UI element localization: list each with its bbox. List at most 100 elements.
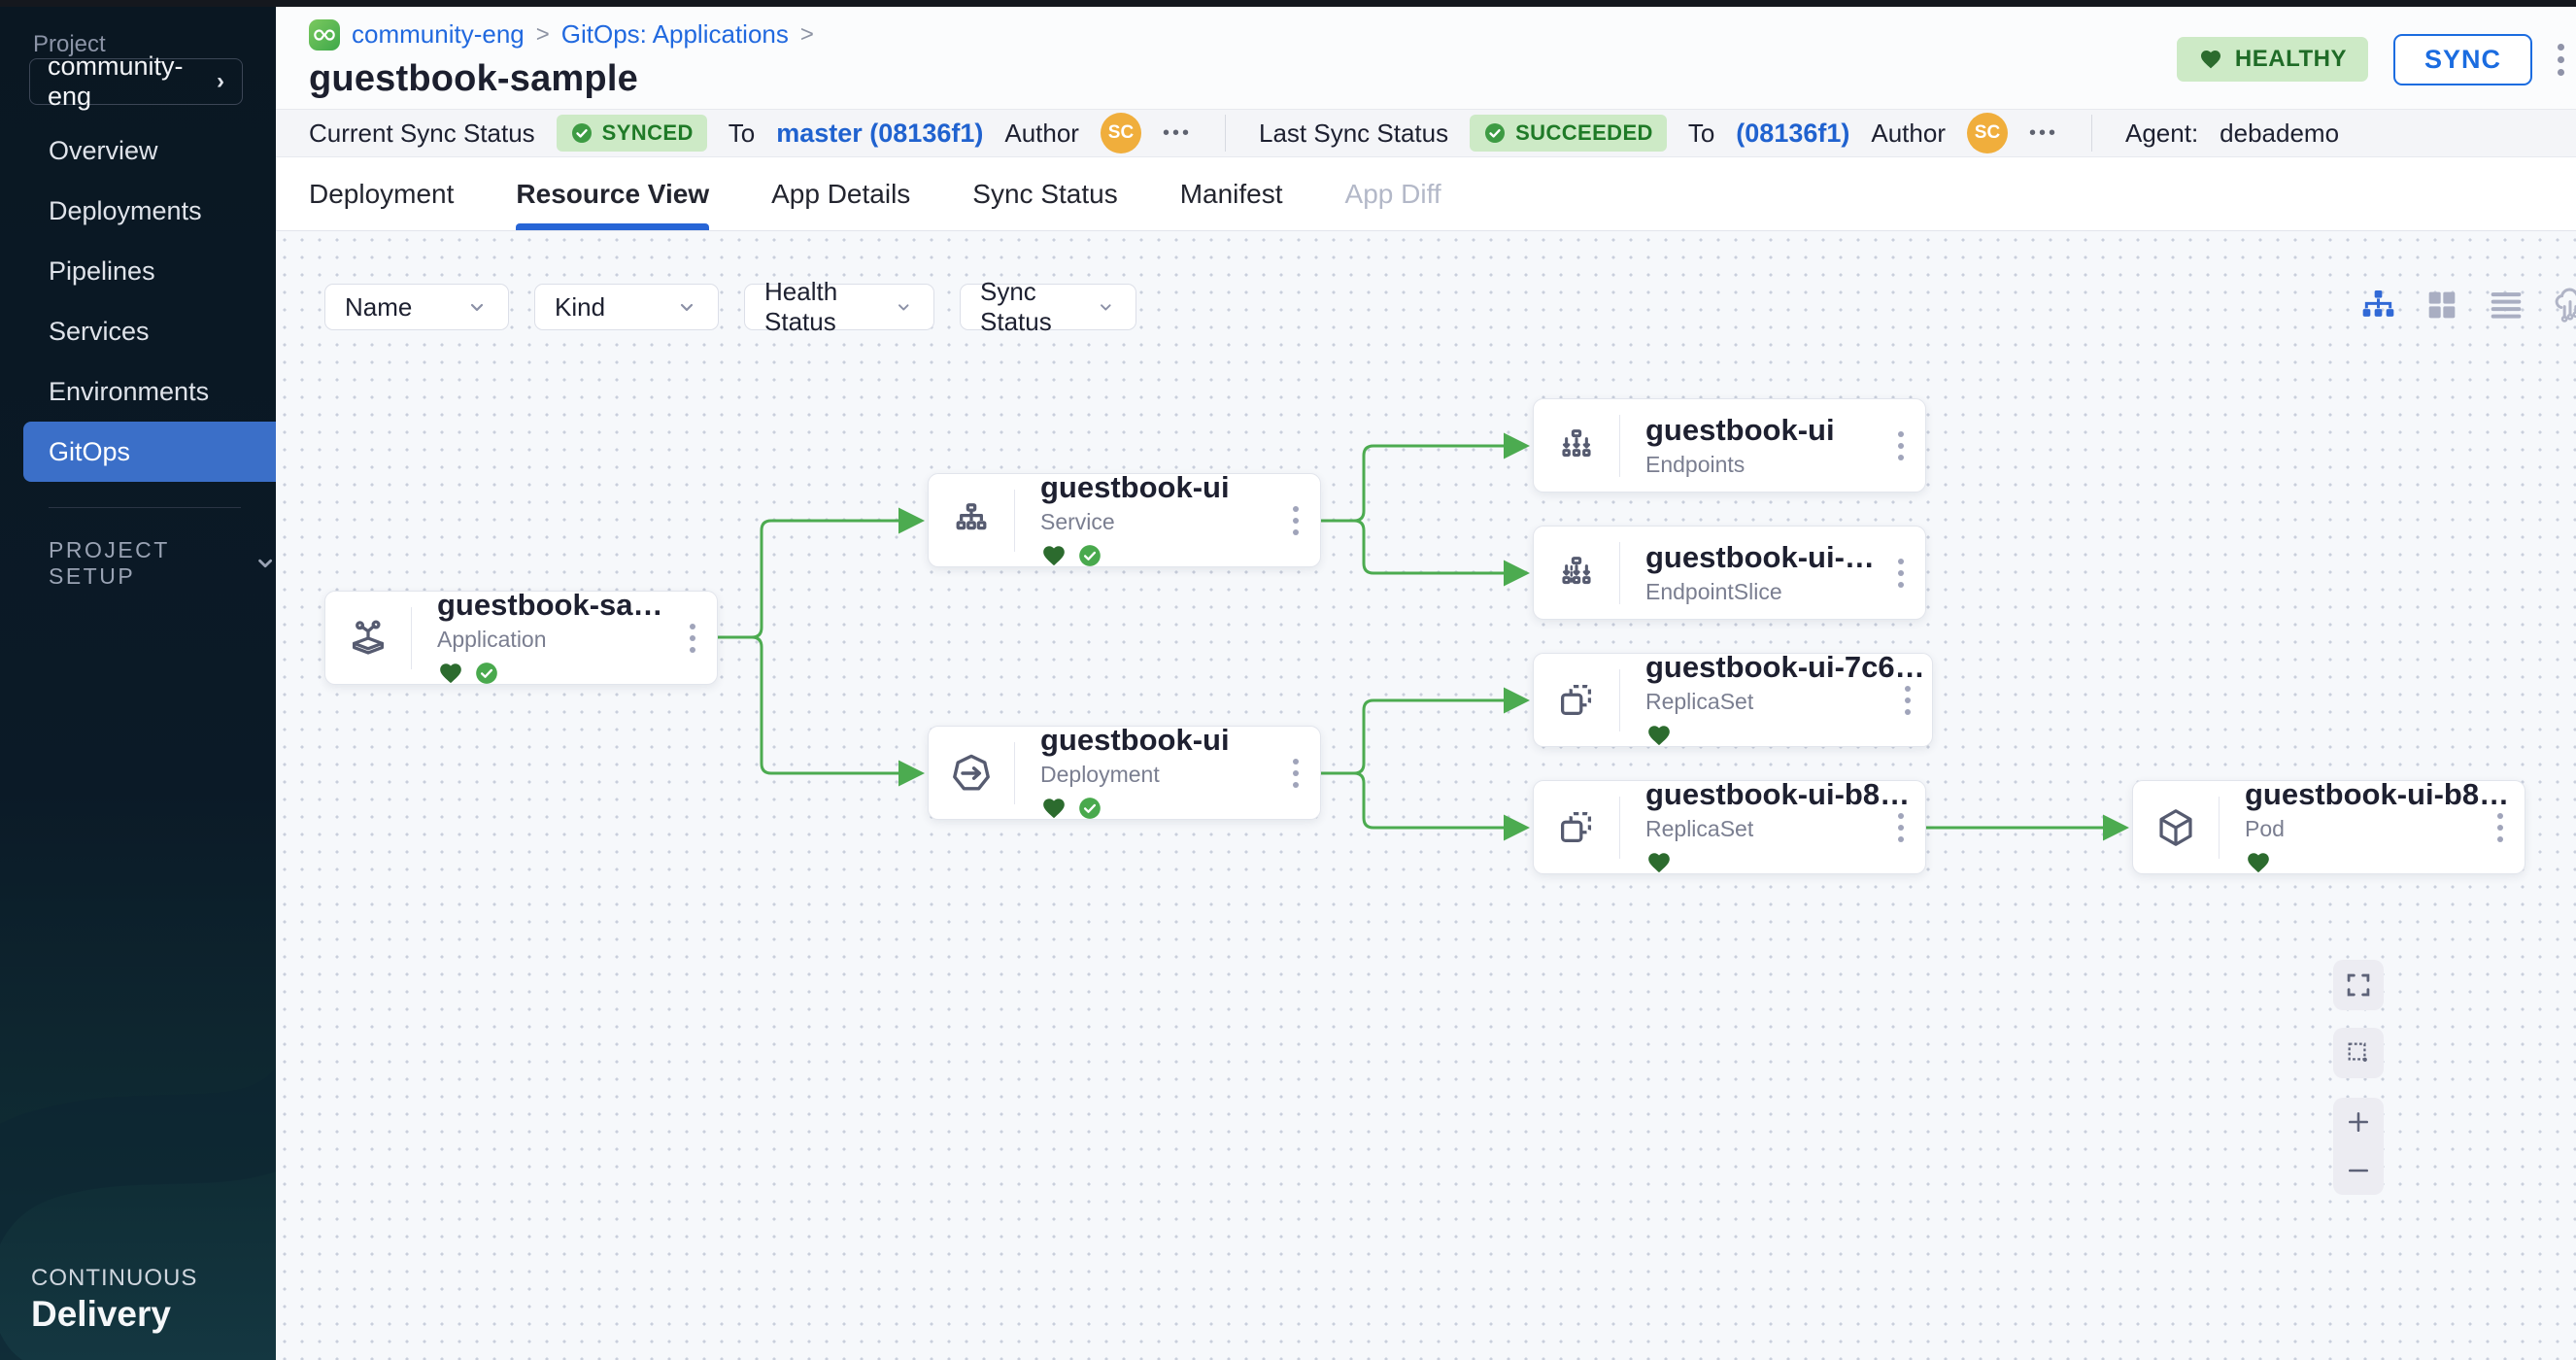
divider bbox=[1619, 668, 1620, 731]
node-replicaset-guestbook-ui-b848d5d9d[interactable]: guestbook-ui-b848d5d9d ReplicaSet bbox=[1533, 777, 1926, 874]
brand-watermark-icon bbox=[0, 1067, 276, 1360]
author-label: Author bbox=[1871, 118, 1946, 148]
divider bbox=[2091, 115, 2092, 152]
last-sync-target-link[interactable]: (08136f1) bbox=[1736, 118, 1850, 148]
filter-name-label: Name bbox=[345, 291, 413, 322]
succeeded-badge-label: SUCCEEDED bbox=[1515, 120, 1653, 145]
sidebar-item-deployments[interactable]: Deployments bbox=[49, 196, 202, 225]
divider bbox=[1224, 115, 1226, 152]
more-options-icon[interactable]: ••• bbox=[2028, 121, 2058, 144]
node-endpoints-guestbook-ui[interactable]: guestbook-ui Endpoints bbox=[1533, 398, 1926, 493]
node-menu-kebab-icon[interactable] bbox=[2491, 807, 2509, 848]
tab-manifest[interactable]: Manifest bbox=[1179, 178, 1283, 209]
node-menu-kebab-icon[interactable] bbox=[1287, 753, 1305, 794]
sidebar-item-environments[interactable]: Environments bbox=[49, 377, 210, 406]
node-kind: Application bbox=[437, 627, 547, 652]
breadcrumb-applications-link[interactable]: GitOps: Applications bbox=[560, 19, 789, 49]
brand-continuous-label: CONTINUOUS bbox=[31, 1265, 198, 1291]
filter-name[interactable]: Name bbox=[324, 284, 509, 330]
zoom-out-button[interactable] bbox=[2333, 1146, 2384, 1195]
synced-badge: SYNCED bbox=[556, 115, 707, 152]
node-title: guestbook-ui-b848d5d9... bbox=[2245, 777, 2517, 811]
breadcrumb-separator: > bbox=[799, 20, 814, 48]
project-setup-toggle[interactable]: PROJECT SETUP bbox=[49, 537, 276, 590]
healthy-heart-icon bbox=[1648, 853, 1670, 873]
filter-health-status[interactable]: Health Status bbox=[744, 277, 934, 336]
app-menu-kebab-icon[interactable] bbox=[2558, 43, 2564, 76]
tab-deployment[interactable]: Deployment bbox=[309, 178, 455, 209]
app-tabs: Deployment Resource View App Details Syn… bbox=[276, 157, 2576, 231]
sidebar-item-services[interactable]: Services bbox=[49, 317, 150, 346]
fullscreen-button[interactable] bbox=[2333, 960, 2384, 1010]
filter-sync-status[interactable]: Sync Status bbox=[960, 277, 1136, 336]
breadcrumb: community-eng > GitOps: Applications > bbox=[309, 18, 814, 51]
sidebar-item-gitops[interactable]: GitOps bbox=[23, 422, 276, 482]
tab-app-details[interactable]: App Details bbox=[771, 178, 911, 209]
sidebar-divider bbox=[49, 507, 241, 508]
brand-delivery-label: Delivery bbox=[31, 1294, 171, 1334]
node-menu-kebab-icon[interactable] bbox=[1892, 553, 1910, 594]
selection-zoom-button[interactable] bbox=[2333, 1028, 2384, 1078]
breadcrumb-separator: > bbox=[535, 20, 550, 48]
node-service-guestbook-ui[interactable]: guestbook-ui Service bbox=[928, 470, 1321, 567]
node-kind: ReplicaSet bbox=[1645, 816, 1754, 841]
tab-resource-view[interactable]: Resource View bbox=[516, 157, 709, 230]
author-avatar[interactable]: SC bbox=[1100, 113, 1141, 153]
divider bbox=[1619, 541, 1620, 604]
filter-kind-label: Kind bbox=[555, 291, 606, 322]
node-pod-guestbook-ui-b848d5d9[interactable]: guestbook-ui-b848d5d9... Pod bbox=[2132, 777, 2525, 874]
tab-app-diff[interactable]: App Diff bbox=[1344, 178, 1441, 209]
node-menu-kebab-icon[interactable] bbox=[684, 618, 701, 659]
breadcrumb-project-link[interactable]: community-eng bbox=[352, 19, 525, 49]
chevron-down-icon bbox=[898, 304, 909, 311]
replicaset-icon bbox=[1534, 805, 1619, 850]
project-setup-label: PROJECT SETUP bbox=[49, 537, 170, 589]
project-selector[interactable]: community-eng › bbox=[29, 51, 243, 111]
project-label: Project bbox=[33, 31, 106, 57]
node-title: guestbook-ui-7c64987dc9 bbox=[1644, 650, 1932, 684]
endpoints-icon bbox=[1534, 424, 1619, 468]
to-label: To bbox=[1687, 118, 1715, 148]
divider bbox=[1014, 741, 1015, 804]
tree-view-icon[interactable] bbox=[2358, 286, 2397, 324]
sidebar-item-overview[interactable]: Overview bbox=[49, 136, 158, 165]
node-title: guestbook-ui-nzklt bbox=[1645, 540, 1888, 574]
current-sync-target-link[interactable]: master (08136f1) bbox=[776, 118, 984, 148]
sidebar-item-pipelines[interactable]: Pipelines bbox=[49, 256, 155, 286]
author-avatar[interactable]: SC bbox=[1966, 113, 2008, 153]
sync-button[interactable]: SYNC bbox=[2392, 33, 2532, 85]
node-menu-kebab-icon[interactable] bbox=[1892, 425, 1910, 466]
divider bbox=[2219, 796, 2220, 859]
synced-check-icon bbox=[476, 663, 497, 684]
list-view-icon[interactable] bbox=[2487, 286, 2525, 324]
cloud-view-icon[interactable] bbox=[2551, 286, 2576, 324]
main-content: community-eng > GitOps: Applications > g… bbox=[276, 0, 2576, 1360]
node-replicaset-guestbook-ui-7c64987dc9[interactable]: guestbook-ui-7c64987dc9 ReplicaSet bbox=[1533, 650, 1933, 747]
node-application-guestbook-sample[interactable]: guestbook-sample Application bbox=[324, 588, 718, 685]
filter-kind[interactable]: Kind bbox=[534, 284, 719, 330]
node-kind: Service bbox=[1040, 509, 1115, 534]
grid-view-icon[interactable] bbox=[2423, 286, 2461, 324]
node-menu-kebab-icon[interactable] bbox=[1287, 500, 1305, 541]
more-options-icon[interactable]: ••• bbox=[1162, 121, 1192, 144]
node-kind: Deployment bbox=[1040, 762, 1160, 787]
last-sync-status-label: Last Sync Status bbox=[1258, 118, 1449, 148]
node-menu-kebab-icon[interactable] bbox=[1899, 680, 1916, 721]
sync-status-bar: Current Sync Status SYNCED To master (08… bbox=[276, 109, 2576, 157]
zoom-in-button[interactable] bbox=[2333, 1098, 2384, 1146]
gitops-infinity-icon bbox=[309, 18, 340, 51]
node-menu-kebab-icon[interactable] bbox=[1892, 807, 1910, 848]
node-deployment-guestbook-ui[interactable]: guestbook-ui Deployment bbox=[928, 723, 1321, 820]
agent-value: debademo bbox=[2220, 118, 2340, 148]
tab-sync-status[interactable]: Sync Status bbox=[972, 178, 1118, 209]
health-status-badge: HEALTHY bbox=[2176, 37, 2368, 82]
zoom-controls bbox=[2333, 1098, 2384, 1195]
node-endpointslice-guestbook-ui-nzklt[interactable]: guestbook-ui-nzklt EndpointSlice bbox=[1533, 526, 1926, 620]
node-kind: Pod bbox=[2245, 816, 2285, 841]
chevron-down-icon bbox=[257, 559, 272, 568]
chevron-down-icon bbox=[1101, 304, 1111, 311]
filter-sync-status-label: Sync Status bbox=[980, 277, 1052, 336]
node-title: guestbook-ui bbox=[1645, 413, 1835, 447]
synced-badge-label: SYNCED bbox=[601, 120, 694, 145]
